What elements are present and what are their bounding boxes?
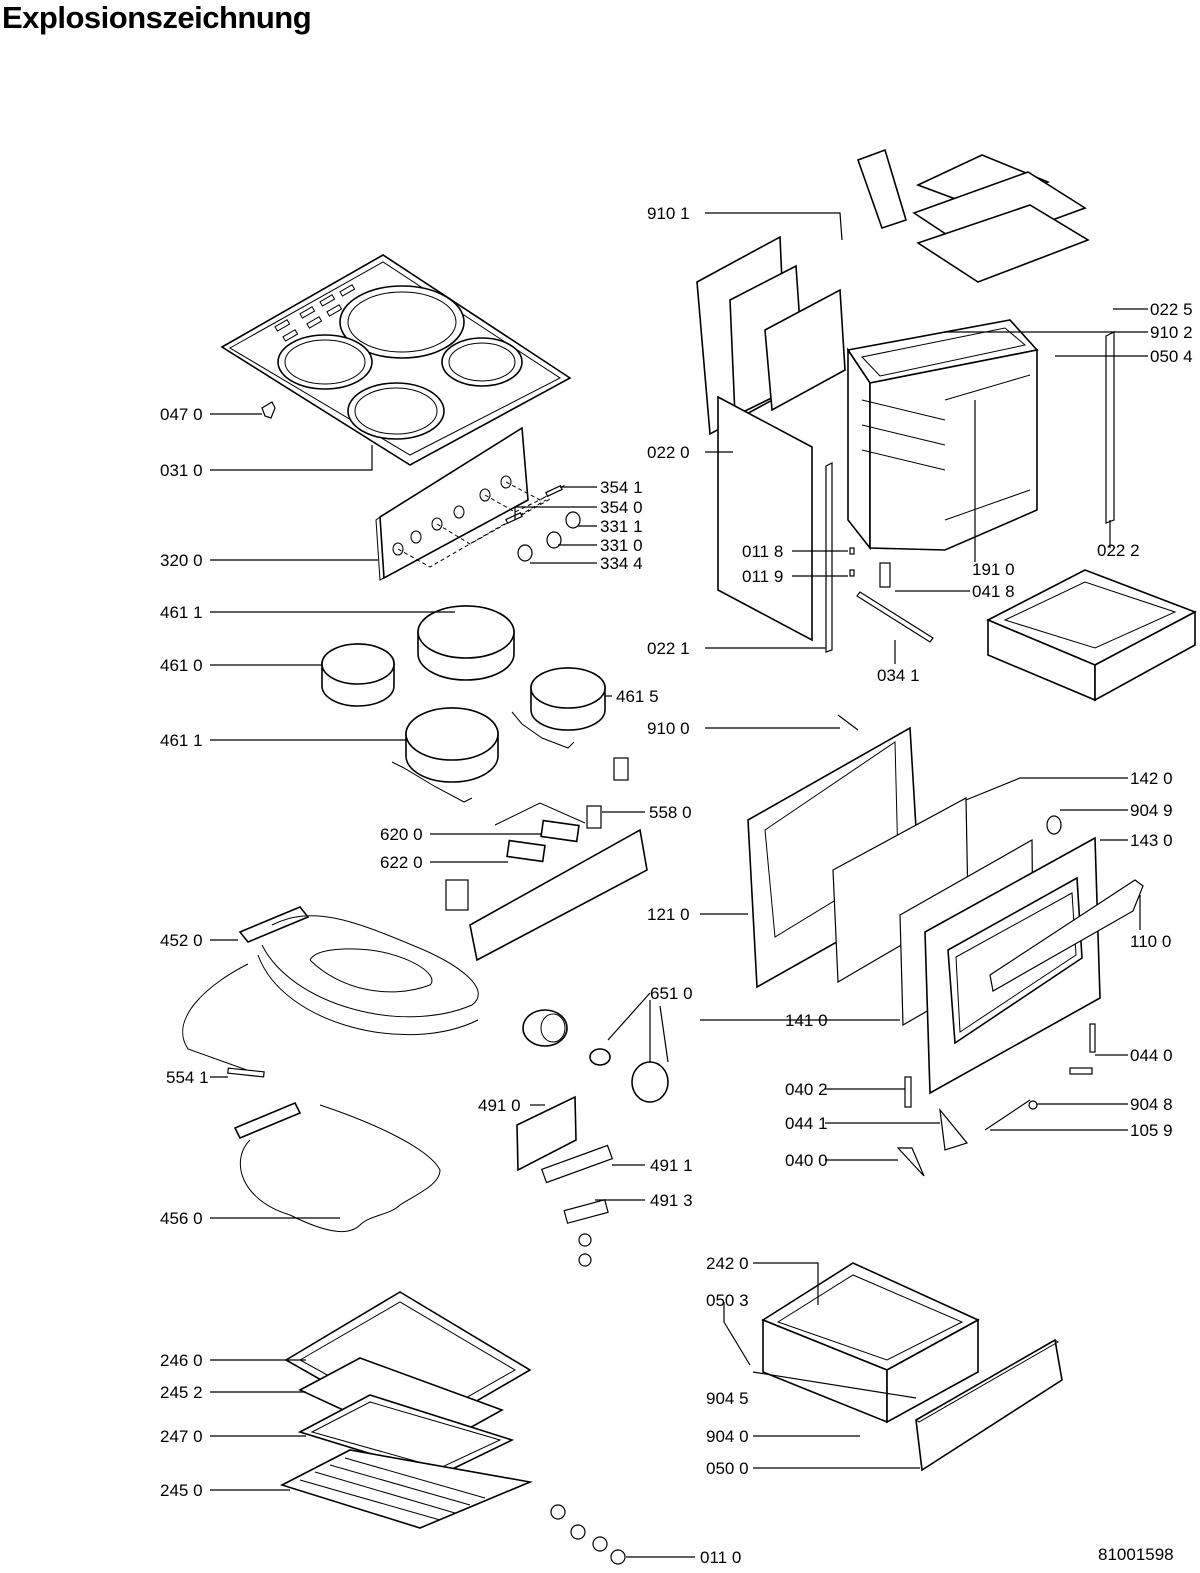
terminal-block-parts [516,1095,614,1267]
page-title: Explosionszeichnung [2,0,312,35]
label-022-5: 022 5 [1150,300,1193,319]
label-040-2: 040 2 [785,1080,828,1099]
rail-part [856,562,934,643]
label-334-4: 334 4 [600,554,643,573]
label-910-2: 910 2 [1150,323,1193,342]
document-number: 81001598 [1098,1545,1174,1564]
label-354-1: 354 1 [600,478,643,497]
label-143-0: 143 0 [1130,831,1173,850]
rear-rail-part [445,828,648,962]
baking-tray-parts [279,1291,533,1529]
leader-lines [210,212,1148,1558]
feet-parts [550,1504,626,1565]
hinge-parts [837,714,1096,1177]
label-242-0: 242 0 [706,1254,749,1273]
sensor-part [227,1067,265,1078]
label-246-0: 246 0 [160,1351,203,1370]
label-022-0: 022 0 [647,443,690,462]
label-558-0: 558 0 [649,803,692,822]
label-456-0: 456 0 [160,1209,203,1228]
bottom-drawer-parts [761,1262,1063,1472]
label-011-9: 011 9 [742,567,783,586]
top-cover-parts [856,148,1090,283]
control-panel-part [375,426,566,581]
label-904-0: 904 0 [706,1427,749,1446]
label-622-0: 622 0 [380,853,423,872]
label-461-1-second: 461 1 [160,731,203,750]
storage-box-part [986,569,1197,702]
label-620-0: 620 0 [380,825,423,844]
label-041-8: 041 8 [972,582,1015,601]
label-031-0: 031 0 [160,461,203,480]
label-022-1: 022 1 [647,639,690,658]
label-105-9: 105 9 [1130,1121,1173,1140]
label-247-0: 247 0 [160,1427,203,1446]
label-554-1: 554 1 [166,1068,209,1087]
label-320-0: 320 0 [160,551,203,570]
label-110-0: 110 0 [1130,932,1171,951]
label-034-1: 034 1 [877,666,920,685]
label-044-1: 044 1 [785,1114,828,1133]
label-011-0: 011 0 [700,1548,741,1567]
label-141-0: 141 0 [785,1011,828,1030]
lamp-parts [522,1009,669,1103]
label-121-0: 121 0 [647,905,690,924]
label-904-9: 904 9 [1130,801,1173,820]
label-022-2: 022 2 [1097,541,1140,560]
label-044-0: 044 0 [1130,1046,1173,1065]
label-191-0: 191 0 [972,560,1015,579]
label-651-0: 651 0 [650,984,693,1003]
label-047-0: 047 0 [160,405,203,424]
side-frame-part [1105,331,1115,524]
label-910-1: 910 1 [647,204,690,223]
label-050-3: 050 3 [706,1291,749,1310]
label-491-1: 491 1 [650,1156,693,1175]
screw-parts [849,547,855,577]
label-245-0: 245 0 [160,1481,203,1500]
label-461-1: 461 1 [160,603,203,622]
side-panel-parts [696,235,846,653]
label-245-2: 245 2 [160,1383,203,1402]
label-331-0: 331 0 [600,536,643,555]
label-011-8: 011 8 [742,542,783,561]
grill-element-part [182,906,479,1075]
label-910-0: 910 0 [647,719,690,738]
label-354-0: 354 0 [600,498,643,517]
knob-parts [505,485,581,562]
label-452-0: 452 0 [160,931,203,950]
label-331-1: 331 1 [600,517,643,536]
label-461-5: 461 5 [616,687,659,706]
label-142-0: 142 0 [1130,769,1173,788]
hob-top-part [220,254,572,466]
switch-parts [494,757,629,863]
label-904-8: 904 8 [1130,1095,1173,1114]
oven-cavity-part [846,319,1039,551]
label-491-0: 491 0 [478,1096,521,1115]
label-050-4: 050 4 [1150,347,1193,366]
label-904-5: 904 5 [706,1389,749,1408]
hotplate-parts [321,605,606,803]
label-050-0: 050 0 [706,1459,749,1478]
bottom-element-part [233,1101,441,1233]
clip-part [261,401,276,419]
label-461-0: 461 0 [160,656,203,675]
label-040-0: 040 0 [785,1151,828,1170]
part-number-labels: 047 0 031 0 320 0 354 1 354 0 331 1 331 … [160,204,1193,1567]
label-491-3: 491 3 [650,1191,693,1210]
door-handle-part [989,879,1144,992]
